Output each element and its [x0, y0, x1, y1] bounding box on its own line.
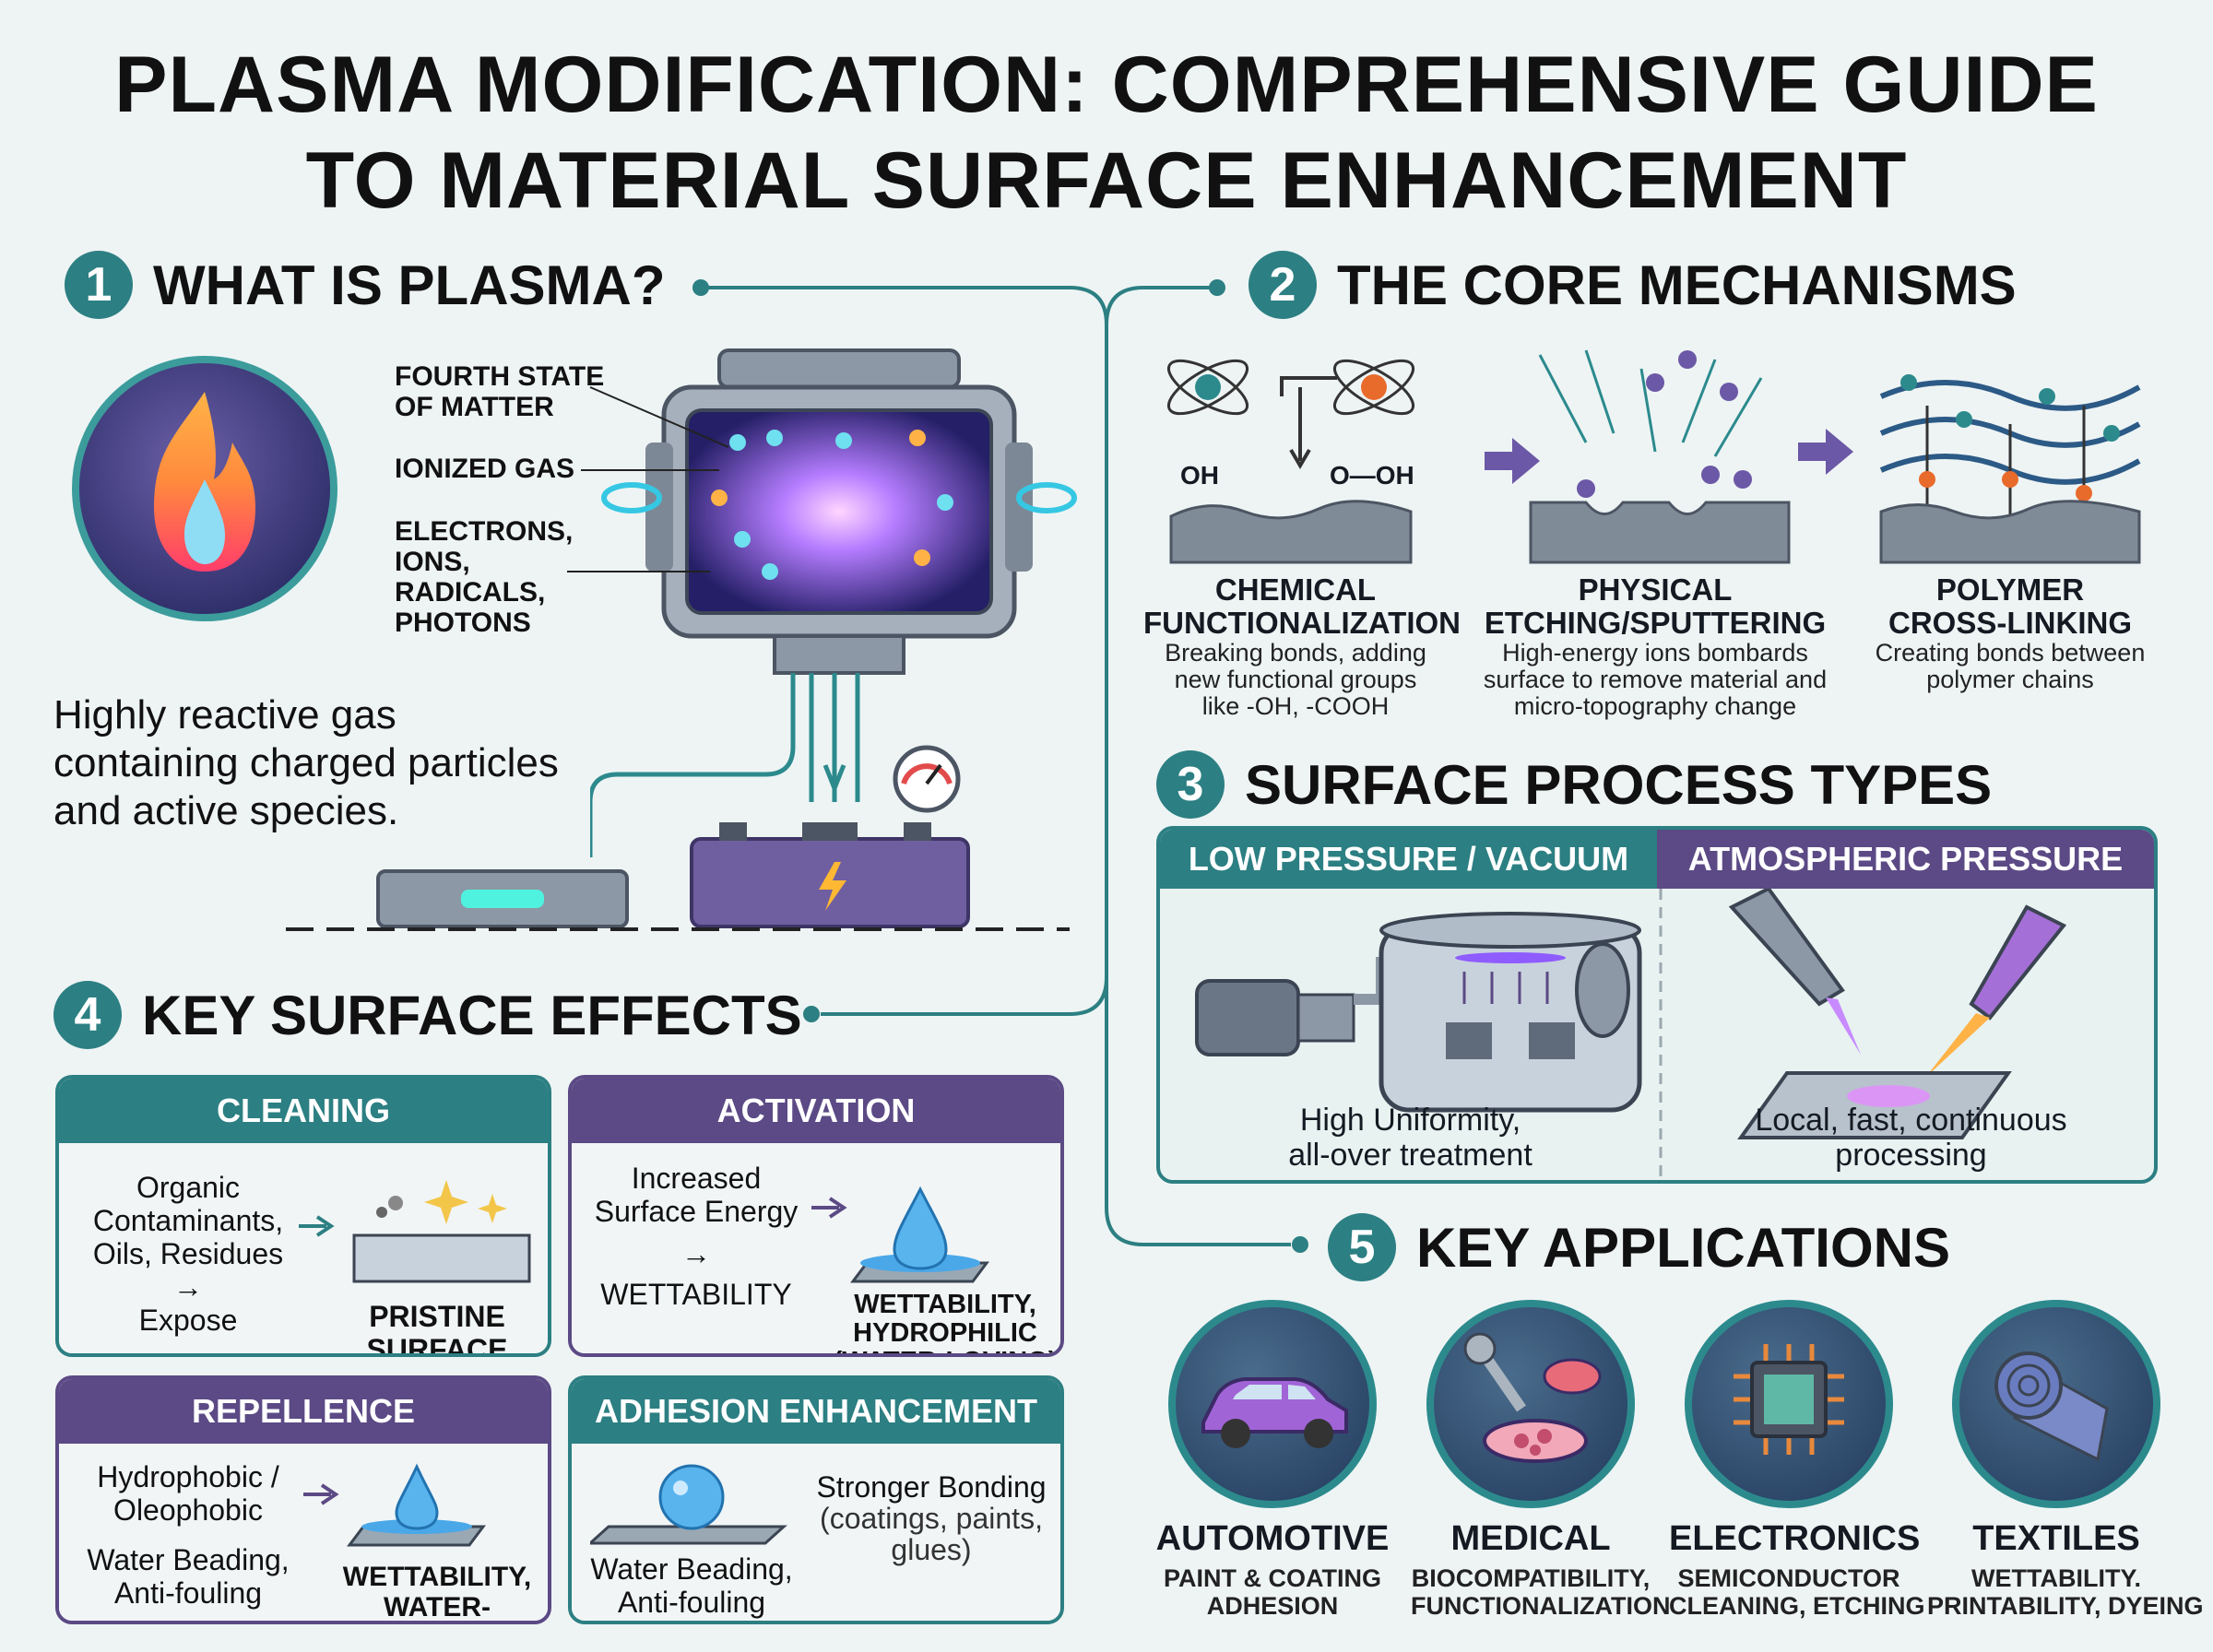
application-medical: MEDICAL BIOCOMPATIBILITY, FUNCTIONALIZAT… — [1411, 1300, 1670, 1620]
panel-header: ACTIVATION — [572, 1079, 1060, 1143]
plasma-source-device-icon — [376, 869, 629, 928]
adhesion-input-text: Water Beading, Anti-fouling — [590, 1552, 793, 1619]
chip-icon — [1685, 1300, 1893, 1508]
cleaning-input-text: Organic Contaminants, Oils, Residues → E… — [92, 1171, 284, 1337]
water-droplet-spread-icon — [811, 1186, 989, 1283]
low-pressure-description: High Uniformity, all-over treatment — [1288, 1103, 1533, 1173]
water-bead-icon — [303, 1463, 486, 1547]
plasma-description: Highly reactive gas containing charged p… — [53, 692, 559, 833]
mechanism-physical: PHYSICAL ETCHING/SPUTTERING High-energy … — [1483, 572, 1828, 720]
water-sphere-icon — [590, 1464, 787, 1545]
application-automotive: AUTOMOTIVE PAINT & COATING ADHESION — [1153, 1300, 1392, 1620]
applications-row: AUTOMOTIVE PAINT & COATING ADHESION MEDI… — [1153, 1300, 2204, 1650]
adhesion-result-text: Stronger Bonding (coatings, paints, glue… — [816, 1470, 1047, 1566]
plasma-chamber-illustration — [590, 348, 1077, 857]
label-particles: ELECTRONS, IONS, RADICALS, PHOTONS — [395, 516, 574, 638]
activation-input-text: Increased Surface Energy → WETTABILITY — [594, 1162, 799, 1311]
label-fourth-state: FOURTH STATE OF MATTER — [395, 361, 605, 422]
repellence-result-label: WETTABILITY, WATER-LOVING) — [342, 1562, 532, 1622]
application-textiles: TEXTILES WETTABILITY. PRINTABILITY, DYEI… — [1927, 1300, 2204, 1620]
low-pressure-header: LOW PRESSURE / VACUUM — [1160, 830, 1657, 889]
power-supply-icon — [690, 822, 970, 928]
section-number-badge: 4 — [53, 981, 122, 1049]
effect-adhesion-panel: ADHESION ENHANCEMENT Water Beading, Anti… — [568, 1375, 1064, 1624]
effect-cleaning-panel: CLEANING Organic Contaminants, Oils, Res… — [55, 1075, 551, 1357]
section-number-badge: 5 — [1328, 1213, 1396, 1281]
effect-activation-panel: ACTIVATION Increased Surface Energy → WE… — [568, 1075, 1064, 1357]
label-pointer-lines — [567, 386, 729, 572]
section-number-badge: 3 — [1156, 750, 1225, 819]
repellence-input-text: Hydrophobic / Oleophobic Water Beading, … — [87, 1460, 290, 1610]
chemical-functionalization-icon — [1166, 359, 1415, 564]
vacuum-chamber-icon — [1195, 912, 1642, 1113]
polymer-cross-linking-icon — [1879, 374, 2141, 564]
oh-group-label: OH — [1180, 461, 1219, 490]
process-illustrations — [1195, 889, 2067, 1180]
car-icon — [1168, 1300, 1377, 1508]
page-title: PLASMA MODIFICATION: COMPREHENSIVE GUIDE… — [0, 37, 2213, 229]
section-applications-header: 5 KEY APPLICATIONS — [1328, 1213, 1950, 1281]
baseline-divider — [286, 927, 1070, 931]
process-types-panel: LOW PRESSURE / VACUUM ATMOSPHERIC PRESSU… — [1156, 826, 2158, 1184]
mechanism-chemical: CHEMICAL FUNCTIONALIZATION Breaking bond… — [1143, 572, 1462, 720]
section-what-is-plasma-header: 1 WHAT IS PLASMA? — [65, 251, 666, 319]
ooh-group-label: O—OH — [1330, 461, 1414, 490]
application-electronics: ELECTRONICS SEMICONDUCTOR CLEANING, ETCH… — [1669, 1300, 1925, 1620]
fabric-roll-icon — [1952, 1300, 2160, 1508]
pristine-surface-icon — [299, 1180, 531, 1283]
flame-icon — [72, 356, 337, 621]
section-title: WHAT IS PLASMA? — [153, 254, 666, 316]
page-title-line-1: PLASMA MODIFICATION: COMPREHENSIVE GUIDE — [114, 41, 2099, 129]
section-title: KEY APPLICATIONS — [1416, 1216, 1950, 1279]
panel-header: REPELLENCE — [59, 1379, 548, 1444]
panel-header: CLEANING — [59, 1079, 548, 1143]
activation-result-label: WETTABILITY, HYDROPHILIC (WATER-LOVING) — [834, 1290, 1058, 1354]
section-title: SURFACE PROCESS TYPES — [1245, 753, 1993, 816]
section-process-types-header: 3 SURFACE PROCESS TYPES — [1156, 750, 1992, 819]
atmospheric-pressure-header: ATMOSPHERIC PRESSURE — [1657, 830, 2154, 889]
panel-header: ADHESION ENHANCEMENT — [572, 1379, 1060, 1444]
page-title-line-2: TO MATERIAL SURFACE ENHANCEMENT — [305, 136, 1908, 225]
section-number-badge: 1 — [65, 251, 133, 319]
physical-etching-icon — [1529, 349, 1791, 564]
pressure-gauge-icon — [893, 745, 961, 813]
label-ionized-gas: IONIZED GAS — [395, 454, 575, 484]
atmospheric-description: Local, fast, continuous processing — [1755, 1103, 2067, 1173]
effect-repellence-panel: REPELLENCE Hydrophobic / Oleophobic Wate… — [55, 1375, 551, 1624]
mechanism-polymer: POLYMER CROSS-LINKING Creating bonds bet… — [1875, 572, 2146, 693]
section-title: KEY SURFACE EFFECTS — [142, 984, 802, 1046]
section-number-badge: 2 — [1249, 251, 1317, 319]
section-core-mechanisms-header: 2 THE CORE MECHANISMS — [1249, 251, 2017, 319]
section-title: THE CORE MECHANISMS — [1337, 254, 2017, 316]
medical-dish-icon — [1426, 1300, 1635, 1508]
atmospheric-torch-icon — [1728, 889, 2067, 1139]
pristine-surface-label: PRISTINE SURFACE — [366, 1300, 508, 1357]
mechanism-illustrations — [1166, 349, 2141, 564]
section-surface-effects-header: 4 KEY SURFACE EFFECTS — [53, 981, 802, 1049]
